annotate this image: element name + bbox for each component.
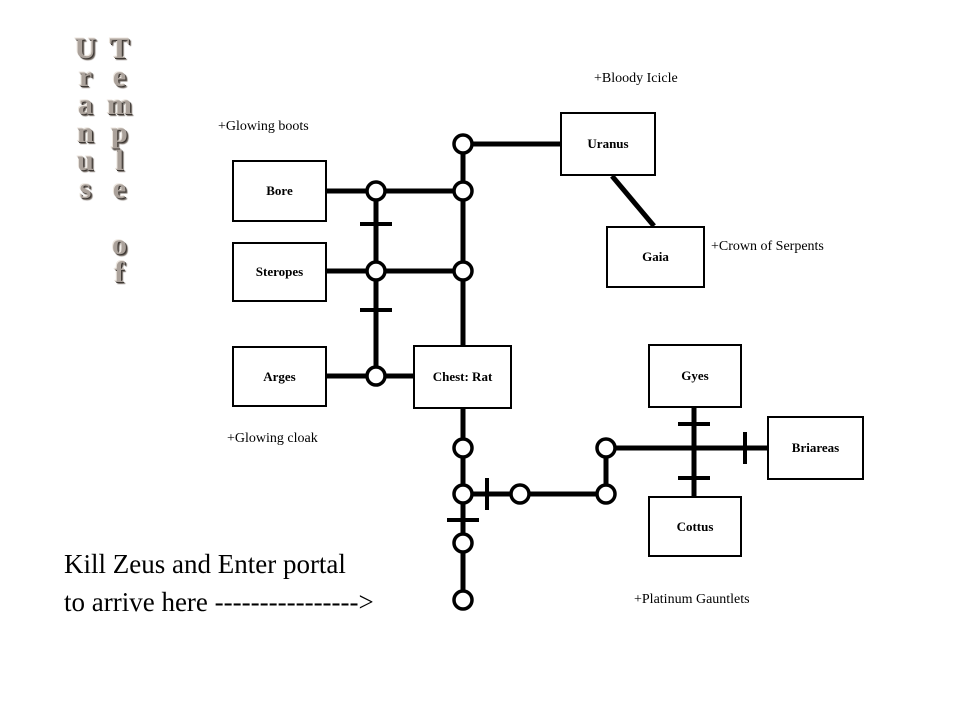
corridor-uranus-gaia-diagonal xyxy=(610,174,656,228)
item-label-bloody-icicle: +Bloody Icicle xyxy=(594,71,678,86)
room-node xyxy=(595,437,617,459)
room-steropes: Steropes xyxy=(232,242,327,302)
arrival-note: Kill Zeus and Enter portal to arrive her… xyxy=(64,545,374,621)
room-label: Uranus xyxy=(587,136,629,151)
map-title: Temple of Uranus xyxy=(69,32,136,284)
room-arges: Arges xyxy=(232,346,327,407)
room-node xyxy=(452,260,474,282)
room-label: Arges xyxy=(263,368,296,384)
room-node xyxy=(365,260,387,282)
room-node xyxy=(452,483,474,505)
room-bore: Bore xyxy=(232,160,327,222)
room-node xyxy=(365,180,387,202)
room-label: Gyes xyxy=(681,368,709,383)
room-label: Bore xyxy=(266,183,293,198)
item-label-platinum-gauntlets: +Platinum Gauntlets xyxy=(634,592,750,607)
arrival-node xyxy=(452,589,474,611)
room-gaia: Gaia xyxy=(606,226,705,288)
room-label: Chest: Rat xyxy=(432,369,493,384)
room-node xyxy=(452,180,474,202)
item-label-glowing-cloak: +Glowing cloak xyxy=(227,431,318,446)
room-label: Gaia xyxy=(642,249,669,264)
room-uranus: Uranus xyxy=(560,112,656,176)
room-label: Briareas xyxy=(791,440,840,455)
item-label-glowing-boots: +Glowing boots xyxy=(218,119,309,134)
room-node xyxy=(452,133,474,155)
room-node xyxy=(452,437,474,459)
room-node xyxy=(365,365,387,387)
room-gyes: Gyes xyxy=(648,344,742,408)
room-node xyxy=(595,483,617,505)
room-node xyxy=(509,483,531,505)
arrival-note-line2: to arrive here ----------------> xyxy=(64,587,374,617)
room-label: Cottus xyxy=(676,518,714,534)
room-briareas: Briareas xyxy=(767,416,864,480)
room-chest-rat: Chest: Rat xyxy=(413,345,512,409)
room-label: Steropes xyxy=(255,264,304,279)
arrival-note-line1: Kill Zeus and Enter portal xyxy=(64,549,346,579)
room-node xyxy=(452,532,474,554)
room-cottus: Cottus xyxy=(648,496,742,557)
item-label-crown-of-serpents: +Crown of Serpents xyxy=(711,239,824,254)
